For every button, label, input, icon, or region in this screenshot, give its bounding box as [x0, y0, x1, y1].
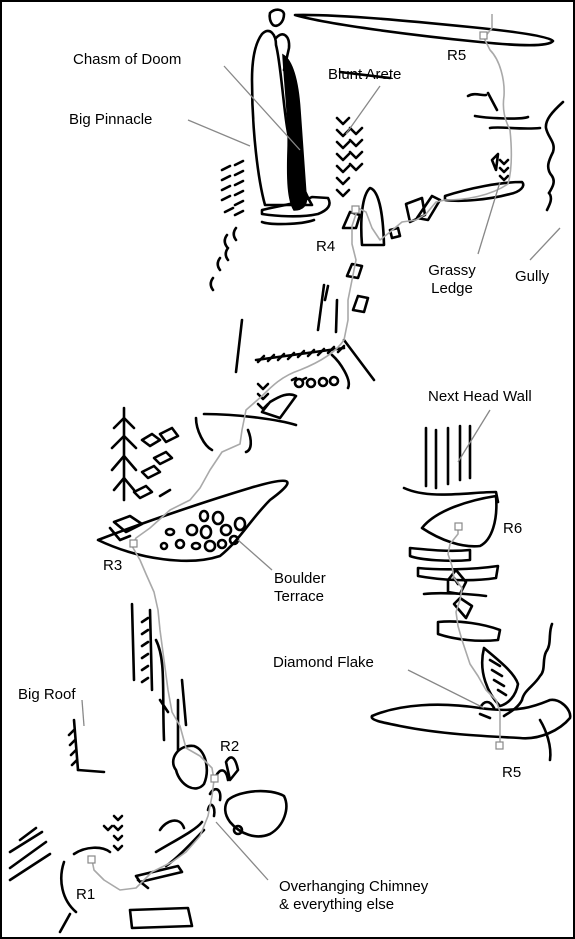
label-r6: R6: [503, 520, 522, 538]
middle-rock-features: [98, 408, 287, 750]
label-r4: R4: [316, 238, 335, 256]
label-overhanging-chimney: Overhanging Chimney & everything else: [279, 878, 519, 914]
label-boulder-terrace-line2: Terrace: [274, 588, 324, 605]
label-grassy-ledge-line1: Grassy: [428, 262, 476, 279]
belay-r3: [130, 540, 137, 547]
bottom-rock-features: [10, 720, 286, 932]
label-boulder-terrace-line1: Boulder: [274, 570, 326, 587]
belay-r5-bottom: [496, 742, 503, 749]
label-overhanging-chimney-line1: Overhanging Chimney: [279, 878, 428, 895]
label-r5-top: R5: [447, 47, 466, 65]
label-big-roof: Big Roof: [18, 686, 76, 704]
belay-r4: [352, 206, 359, 213]
belay-r1: [88, 856, 95, 863]
chasm-of-doom-fill: [283, 55, 306, 210]
label-r3: R3: [103, 557, 122, 575]
leader-lines: [82, 66, 560, 880]
right-rock-features: [372, 426, 570, 760]
label-r1: R1: [76, 886, 95, 904]
belay-r6: [455, 523, 462, 530]
label-blunt-arete: Blunt Arete: [328, 66, 401, 84]
label-overhanging-chimney-line2: & everything else: [279, 896, 394, 913]
label-diamond-flake: Diamond Flake: [273, 654, 374, 672]
belay-r5-top: [480, 32, 487, 39]
label-chasm-of-doom: Chasm of Doom: [73, 51, 181, 69]
belay-r2: [211, 775, 218, 782]
label-grassy-ledge-line2: Ledge: [431, 280, 473, 297]
label-gully: Gully: [515, 268, 549, 286]
label-r5-bottom: R5: [502, 764, 521, 782]
label-big-pinnacle: Big Pinnacle: [69, 111, 152, 129]
label-grassy-ledge: Grassy Ledge: [422, 262, 482, 298]
label-next-head-wall: Next Head Wall: [428, 388, 532, 406]
label-boulder-terrace: Boulder Terrace: [274, 570, 354, 606]
label-r2: R2: [220, 738, 239, 756]
